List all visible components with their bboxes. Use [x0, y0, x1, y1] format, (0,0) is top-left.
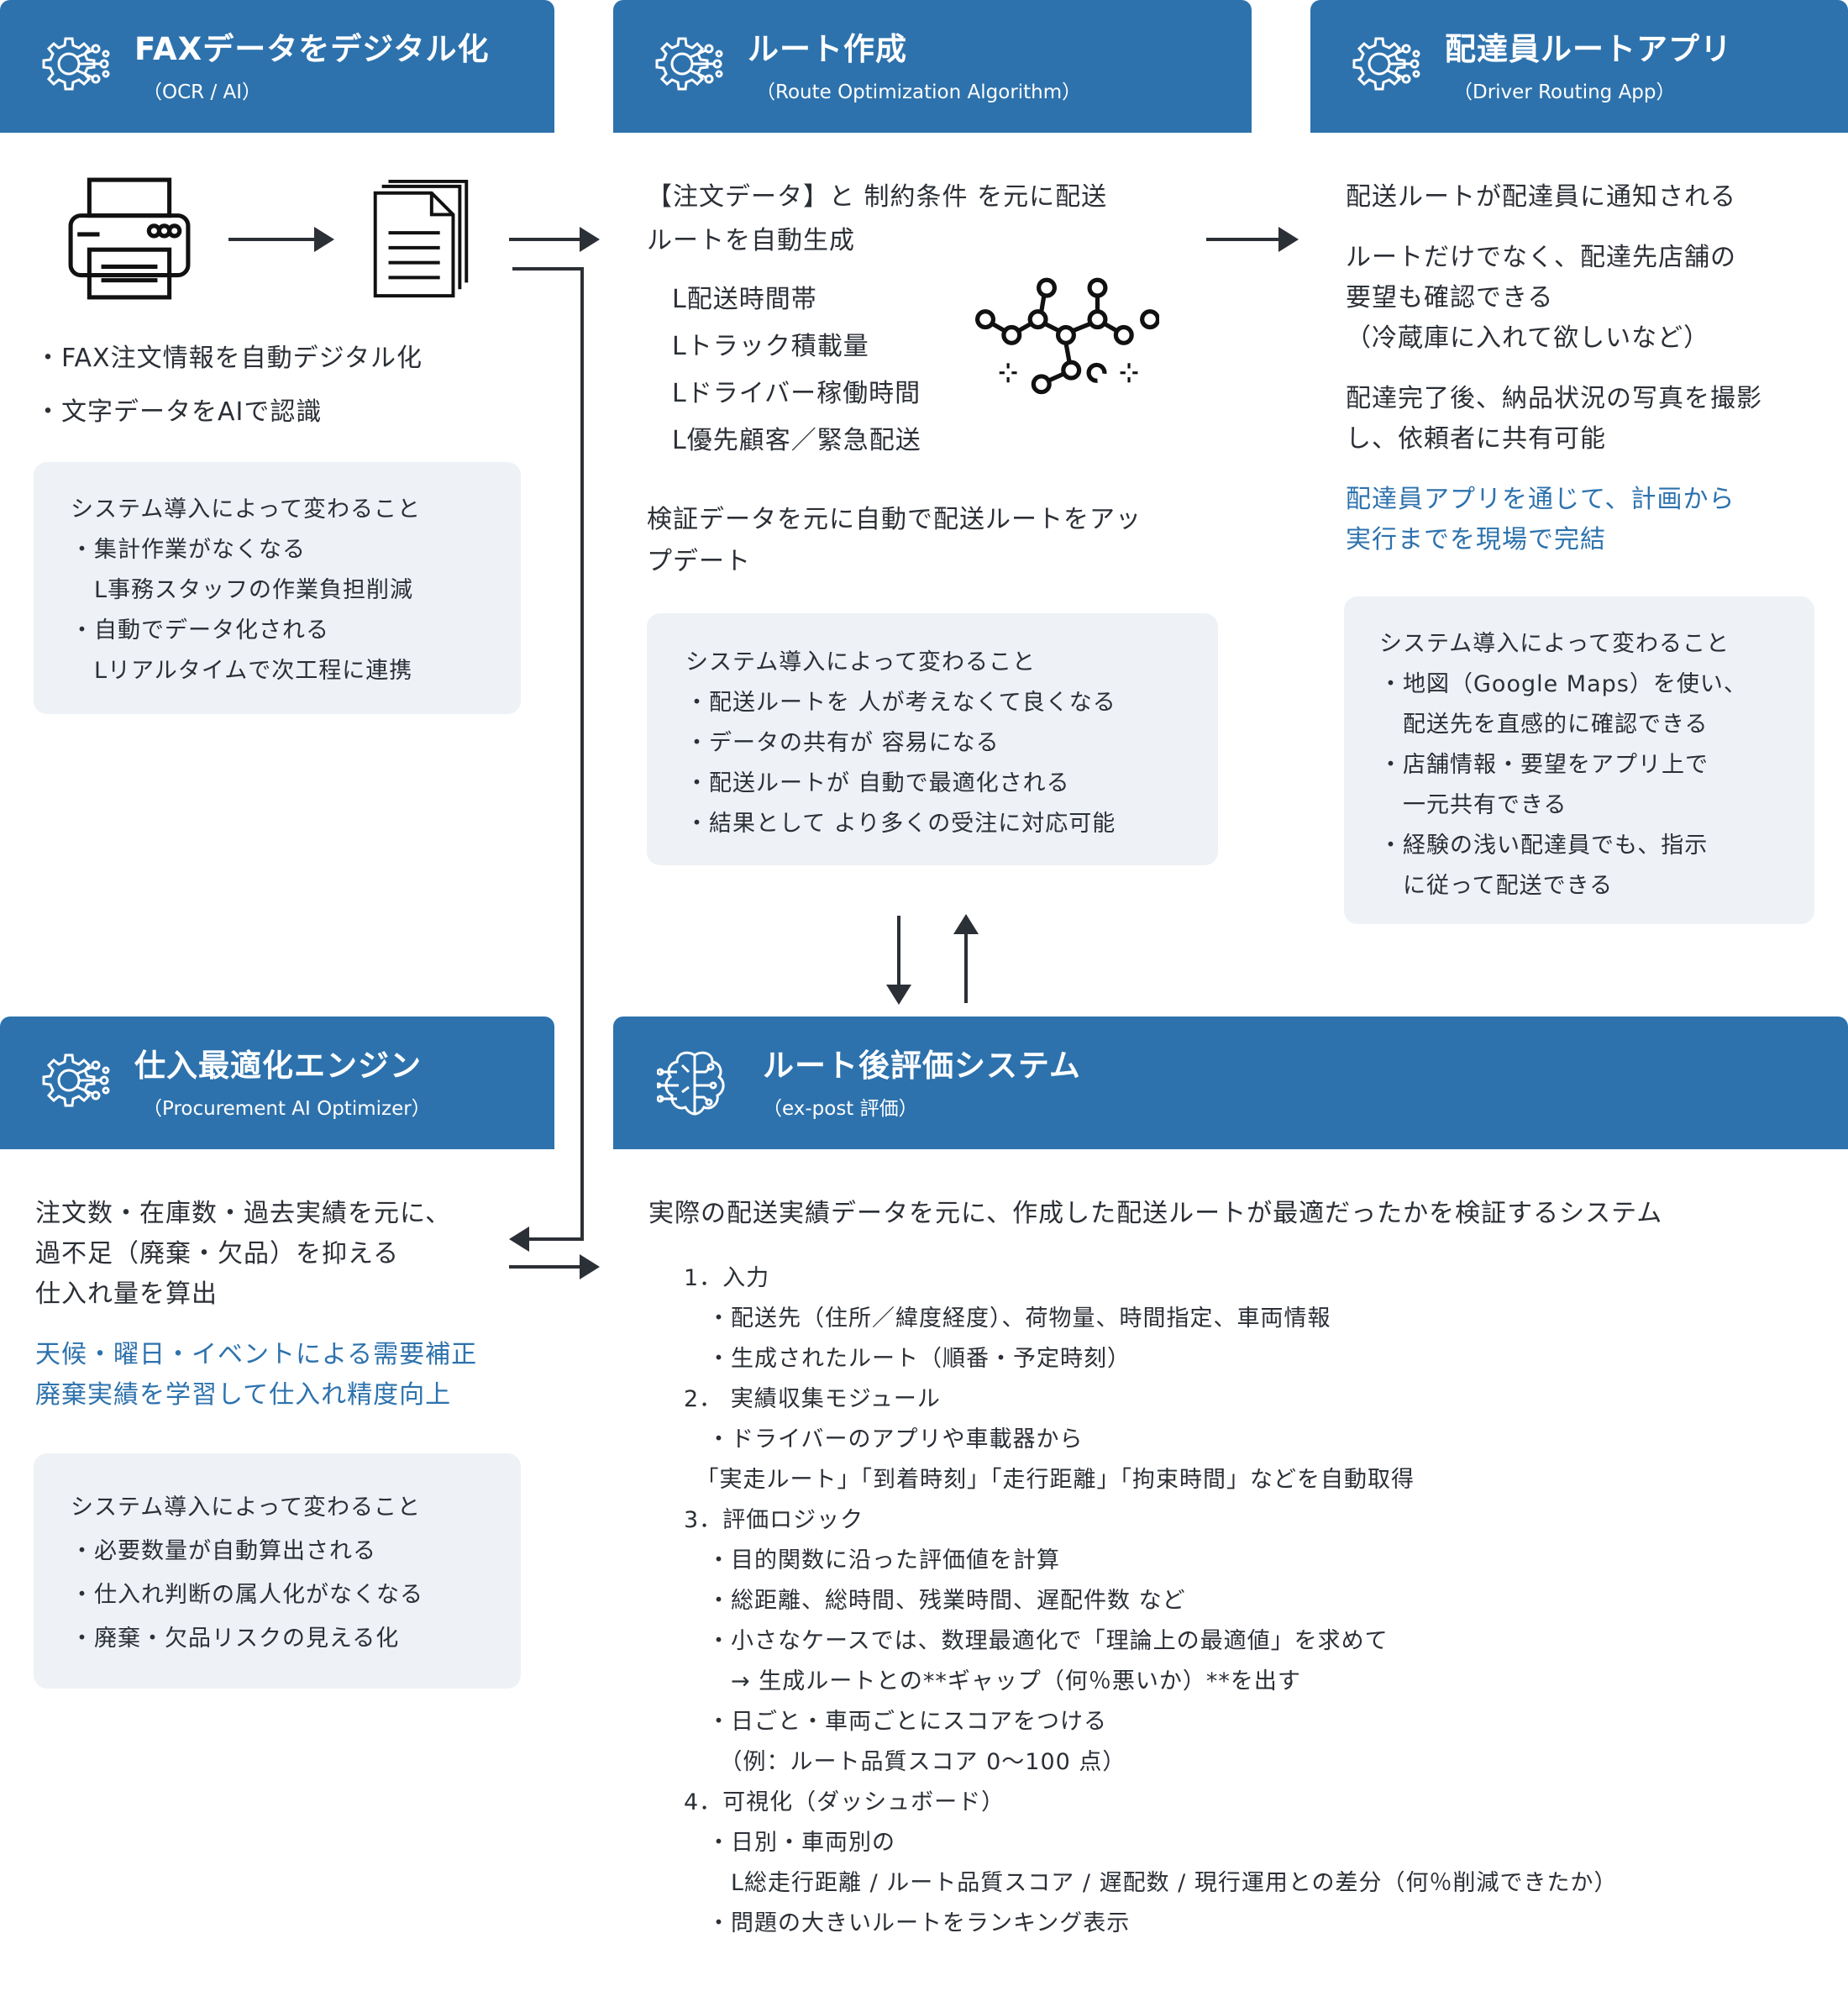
driver-changes-box: システム導入によって変わること ・地図（Google Maps）を使い、 配送先…	[1344, 596, 1814, 924]
procure-text: 過不足（廃棄・欠品）を抑える	[35, 1239, 400, 1269]
driver-text: 配達完了後、納品状況の写真を撮影	[1346, 384, 1762, 413]
eval-list-item: ・日ごと・車両ごとにスコアをつける	[684, 1709, 1107, 1735]
box-item: ・仕入れ判断の属人化がなくなる	[71, 1582, 423, 1608]
arrow-head	[953, 914, 979, 934]
box-item: ・経験の浅い配達員でも、指示	[1379, 833, 1709, 859]
network-graph-icon	[975, 277, 1159, 395]
box-item: ・集計作業がなくなる	[71, 537, 306, 563]
eval-list-item: 4．可視化（ダッシュボード）	[684, 1789, 1005, 1815]
procure-text: 仕入れ量を算出	[35, 1279, 218, 1309]
arrow-head	[509, 1227, 529, 1252]
constraint-item: Lドライバー稼働時間	[672, 379, 921, 408]
procure-subtitle: （Procurement AI Optimizer）	[143, 1098, 431, 1120]
eval-list-item: ・問題の大きいルートをランキング表示	[684, 1910, 1131, 1936]
procure-title: 仕入最適化エンジン	[134, 1048, 422, 1084]
arrow-head	[886, 985, 911, 1005]
box-item: ・データの共有が 容易になる	[685, 730, 1000, 756]
eval-title: ルート後評価システム	[763, 1048, 1081, 1084]
box-heading: システム導入によって変わること	[71, 1495, 422, 1521]
procure-header: 仕入最適化エンジン （Procurement AI Optimizer）	[0, 1017, 554, 1149]
box-heading: システム導入によって変わること	[685, 649, 1037, 675]
driver-highlight: 配達員アプリを通じて、計画から	[1346, 485, 1735, 514]
fax-subtitle: （OCR / AI）	[143, 81, 262, 103]
gear-ai-icon	[1352, 37, 1420, 91]
procure-highlight: 廃棄実績を学習して仕入れ精度向上	[35, 1380, 452, 1410]
box-item: ・結果として より多くの受注に対応可能	[685, 811, 1116, 837]
documents-icon	[373, 179, 469, 298]
eval-list-item: 3．評価ロジック	[684, 1507, 864, 1533]
box-heading: システム導入によって変わること	[1379, 631, 1730, 657]
eval-list-item: ・日別・車両別の	[684, 1830, 895, 1856]
eval-list-item: ・配送先（住所／緯度経度）、荷物量、時間指定、車両情報	[684, 1305, 1331, 1332]
eval-list-item: → 生成ルートとの**ギャップ（何％悪いか）**を出す	[684, 1668, 1301, 1694]
route-update: プデート	[647, 547, 751, 576]
eval-list-item: ・生成されたルート（順番・予定時刻）	[684, 1346, 1131, 1372]
eval-list-item: ・総距離、総時間、残業時間、遅配件数 など	[684, 1588, 1186, 1614]
fax-changes-box: システム導入によって変わること ・集計作業がなくなる L事務スタッフの作業負担削…	[34, 462, 521, 714]
eval-subtitle: （ex-post 評価）	[763, 1098, 918, 1120]
fax-title: FAXデータをデジタル化	[134, 31, 490, 67]
eval-list-item: （例：ルート品質スコア 0〜100 点）	[684, 1749, 1126, 1775]
box-item: ・地図（Google Maps）を使い、	[1379, 671, 1747, 697]
box-item: ・自動でデータ化される	[71, 617, 329, 644]
driver-highlight: 実行までを現場で完結	[1346, 525, 1606, 554]
box-item: に従って配送できる	[1379, 873, 1614, 899]
route-changes-box: システム導入によって変わること ・配送ルートを 人が考えなくて良くなる ・データ…	[647, 613, 1218, 865]
eval-intro: 実際の配送実績データを元に、作成した配送ルートが最適だったかを検証するシステム	[648, 1199, 1663, 1228]
eval-list-item: ・ドライバーのアプリや車載器から	[684, 1426, 1084, 1453]
box-item: ・配送ルートが 自動で最適化される	[685, 770, 1070, 796]
box-item: ・廃棄・欠品リスクの見える化	[71, 1626, 400, 1652]
eval-list-item: L総走行距離 / ルート品質スコア / 遅配数 / 現行運用との差分（何％削減で…	[684, 1870, 1618, 1896]
eval-list-item: ・小さなケースでは、数理最適化で「理論上の最適値」を求めて	[684, 1628, 1389, 1654]
box-item: 配送先を直感的に確認できる	[1379, 712, 1709, 738]
box-heading: システム導入によって変わること	[71, 496, 422, 523]
fax-bullet: ・FAX注文情報を自動デジタル化	[35, 344, 423, 373]
eval-header: ルート後評価システム （ex-post 評価）	[613, 1017, 1848, 1149]
brain-circuit-icon	[657, 1051, 725, 1116]
eval-list-item: ・目的関数に沿った評価値を計算	[684, 1547, 1060, 1573]
box-item: ・必要数量が自動算出される	[71, 1538, 376, 1564]
driver-text: （冷蔵庫に入れて欲しいなど）	[1346, 323, 1710, 353]
procure-changes-box: システム導入によって変わること ・必要数量が自動算出される ・仕入れ判断の属人化…	[34, 1453, 521, 1689]
arrow-head	[580, 227, 600, 252]
box-item: Lリアルタイムで次工程に連携	[71, 658, 413, 684]
route-update: 検証データを元に自動で配送ルートをアッ	[647, 505, 1142, 534]
route-intro: ルートを自動生成	[647, 226, 855, 255]
arrow-head	[314, 227, 334, 252]
arrow-head	[580, 1254, 600, 1279]
box-item: L事務スタッフの作業負担削減	[71, 577, 414, 603]
constraint-item: L配送時間帯	[672, 285, 817, 314]
route-header: ルート作成 （Route Optimization Algorithm）	[613, 0, 1252, 133]
constraint-item: L優先顧客／緊急配送	[672, 426, 921, 455]
route-intro: 【注文データ】と 制約条件 を元に配送	[647, 182, 1108, 212]
driver-subtitle: （Driver Routing App）	[1453, 81, 1676, 103]
box-item: ・配送ルートを 人が考えなくて良くなる	[685, 690, 1116, 716]
driver-text: ルートだけでなく、配達先店舗の	[1346, 243, 1736, 272]
driver-text: 要望も確認できる	[1346, 283, 1554, 313]
gear-ai-icon	[42, 1053, 110, 1107]
driver-text: 配送ルートが配達員に通知される	[1346, 182, 1736, 212]
procure-highlight: 天候・曜日・イベントによる需要補正	[35, 1340, 478, 1369]
route-subtitle: （Route Optimization Algorithm）	[756, 81, 1082, 103]
fax-header: FAXデータをデジタル化 （OCR / AI）	[0, 0, 554, 133]
constraint-item: Lトラック積載量	[672, 332, 869, 361]
arrow-head	[1278, 227, 1299, 252]
eval-list-item: 「実走ルート」「到着時刻」「走行距離」「拘束時間」などを自動取得	[684, 1467, 1415, 1493]
eval-list-item: 1．入力	[684, 1265, 770, 1291]
eval-list-item: 2． 実績収集モジュール	[684, 1386, 941, 1412]
driver-text: し、依頼者に共有可能	[1346, 424, 1606, 454]
gear-ai-icon	[655, 37, 723, 91]
gear-ai-icon	[42, 37, 110, 91]
driver-header: 配達員ルートアプリ （Driver Routing App）	[1310, 0, 1848, 133]
box-item: 一元共有できる	[1379, 792, 1567, 818]
procure-text: 注文数・在庫数・過去実績を元に、	[35, 1199, 452, 1228]
box-item: ・店舗情報・要望をアプリ上で	[1379, 752, 1709, 778]
printer-icon	[68, 177, 191, 300]
driver-title: 配達員ルートアプリ	[1445, 31, 1732, 67]
route-title: ルート作成	[748, 31, 907, 67]
fax-bullet: ・文字データをAIで認識	[35, 397, 323, 427]
